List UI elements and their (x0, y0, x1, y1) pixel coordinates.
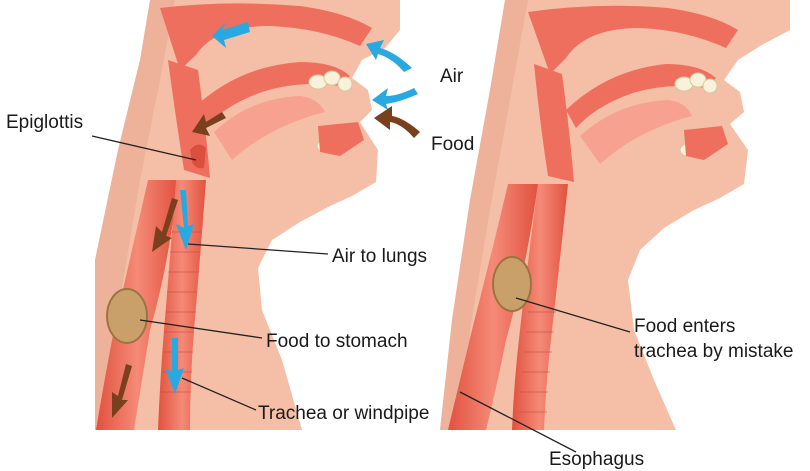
label-trachea-or-windpipe: Trachea or windpipe (258, 403, 429, 424)
right-head-panel (440, 0, 790, 430)
label-air: Air (440, 66, 464, 87)
label-air-to-lungs: Air to lungs (332, 246, 427, 267)
air-arrow-in-2 (372, 88, 418, 110)
label-food-enters-line1: Food enters (634, 316, 735, 337)
label-food-enters-line2: trachea by mistake (634, 341, 793, 362)
food-arrow-in (374, 106, 420, 138)
right-food-bolus (493, 257, 531, 311)
label-esophagus: Esophagus (549, 449, 644, 470)
air-arrow-in-1 (366, 40, 412, 72)
left-food-bolus (107, 289, 147, 343)
left-head-panel (95, 0, 420, 430)
label-epiglottis: Epiglottis (6, 112, 83, 133)
label-food-to-stomach: Food to stomach (266, 331, 408, 352)
label-food: Food (431, 134, 474, 155)
